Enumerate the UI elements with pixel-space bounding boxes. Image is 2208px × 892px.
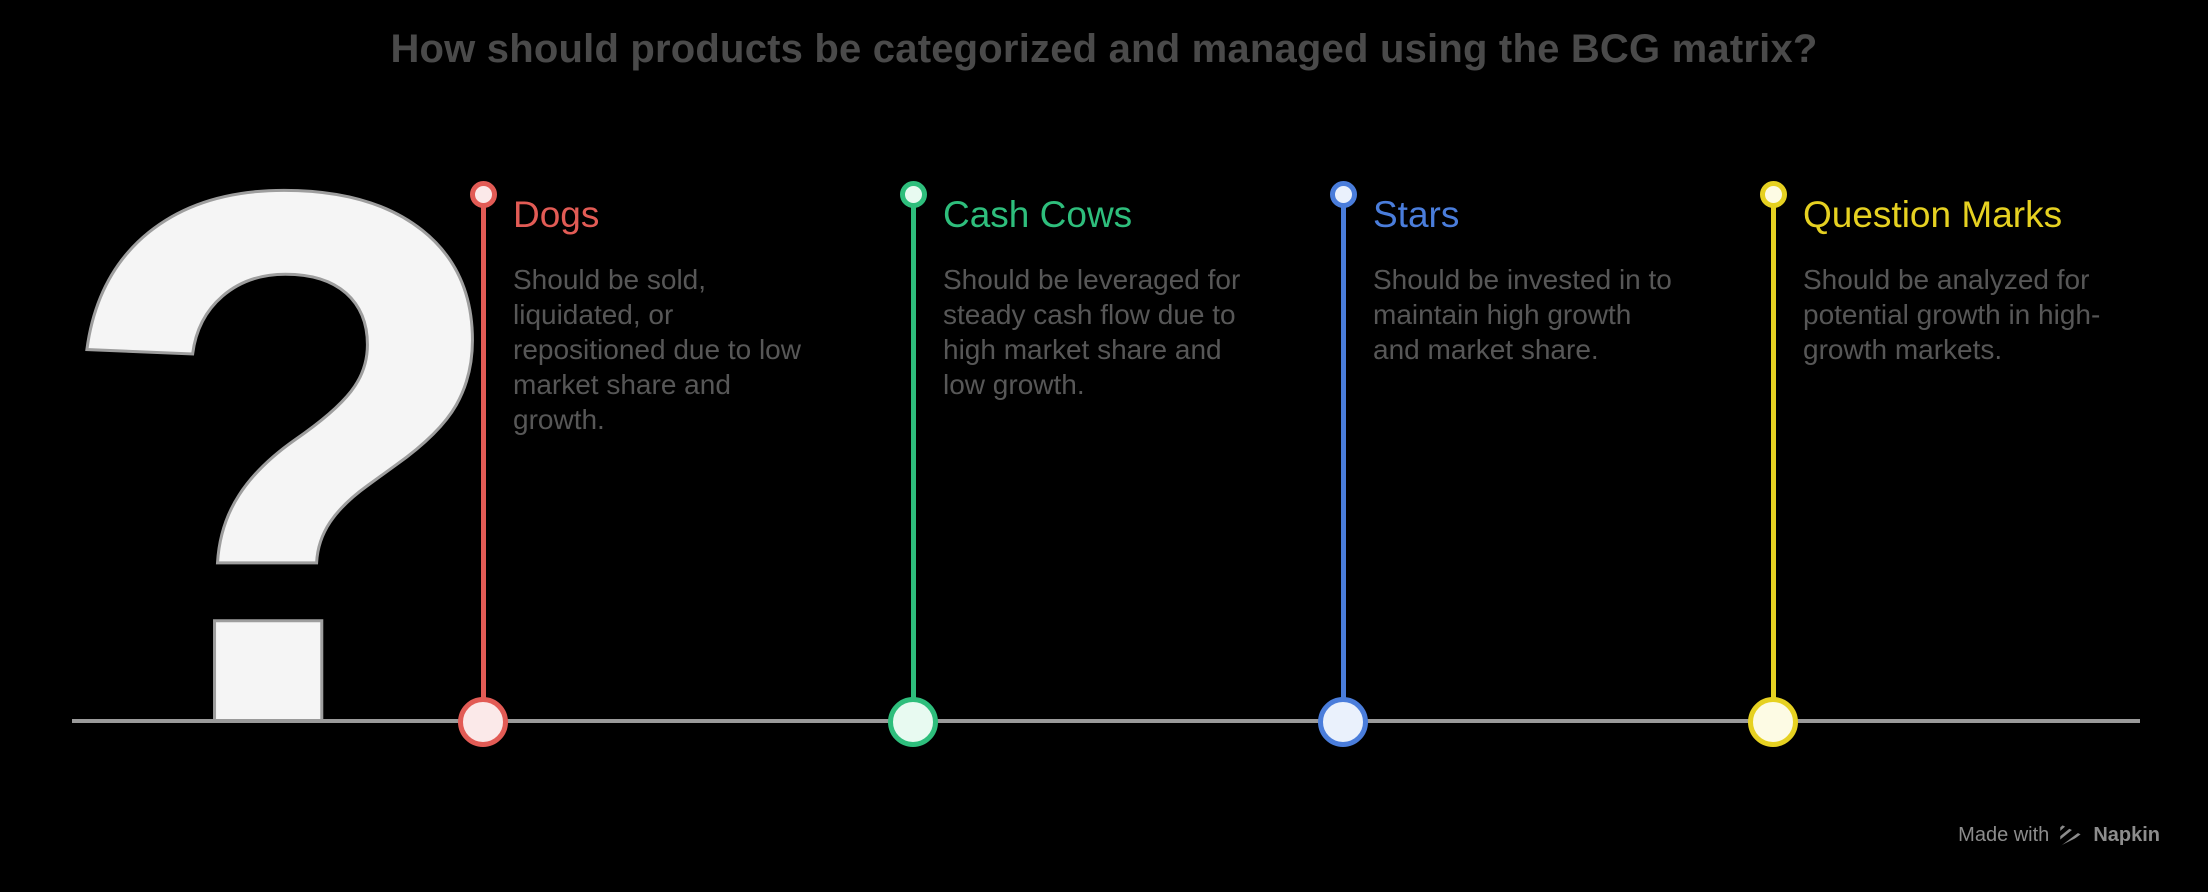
stars-top-dot (1329, 180, 1357, 208)
stars-baseline-dot (1318, 697, 1368, 747)
column-cash-cows: Cash Cows Should be leveraged for steady… (888, 0, 1240, 892)
column-stars: Stars Should be invested in to maintain … (1318, 0, 1672, 892)
napkin-brand-label: Napkin (2093, 824, 2160, 846)
cash-cows-baseline-dot (888, 697, 938, 747)
dogs-vertical-line (480, 194, 486, 722)
question-marks-description: Should be analyzed for potential growth … (1803, 264, 2101, 365)
page-title: How should products be categorized and m… (390, 27, 1818, 71)
cash-cows-heading: Cash Cows (943, 194, 1133, 235)
cash-cows-top-dot (899, 180, 927, 208)
question-mark-graphic: ? (50, 34, 517, 883)
dogs-baseline-dot (458, 697, 508, 747)
question-marks-heading: Question Marks (1803, 194, 2063, 235)
napkin-attribution: Made with Napkin (1958, 822, 2160, 848)
napkin-logo-icon (2060, 824, 2083, 846)
question-marks-vertical-line (1770, 194, 1776, 722)
cash-cows-vertical-line (910, 194, 916, 722)
cash-cows-description: Should be leveraged for steady cash flow… (943, 264, 1241, 400)
dogs-heading: Dogs (513, 194, 600, 235)
column-dogs: Dogs Should be sold, liquidated, or repo… (458, 0, 801, 892)
question-marks-baseline-dot (1748, 697, 1798, 747)
column-question-marks: Question Marks Should be analyzed for po… (1748, 0, 2100, 892)
stars-vertical-line (1340, 194, 1346, 722)
question-marks-top-dot (1759, 180, 1787, 208)
dogs-top-dot (469, 180, 497, 208)
made-with-label: Made with (1958, 824, 2050, 846)
stars-description: Should be invested in to maintain high g… (1373, 264, 1672, 365)
stars-heading: Stars (1373, 194, 1460, 235)
timeline-baseline (72, 719, 2140, 723)
dogs-description: Should be sold, liquidated, or repositio… (513, 264, 801, 435)
